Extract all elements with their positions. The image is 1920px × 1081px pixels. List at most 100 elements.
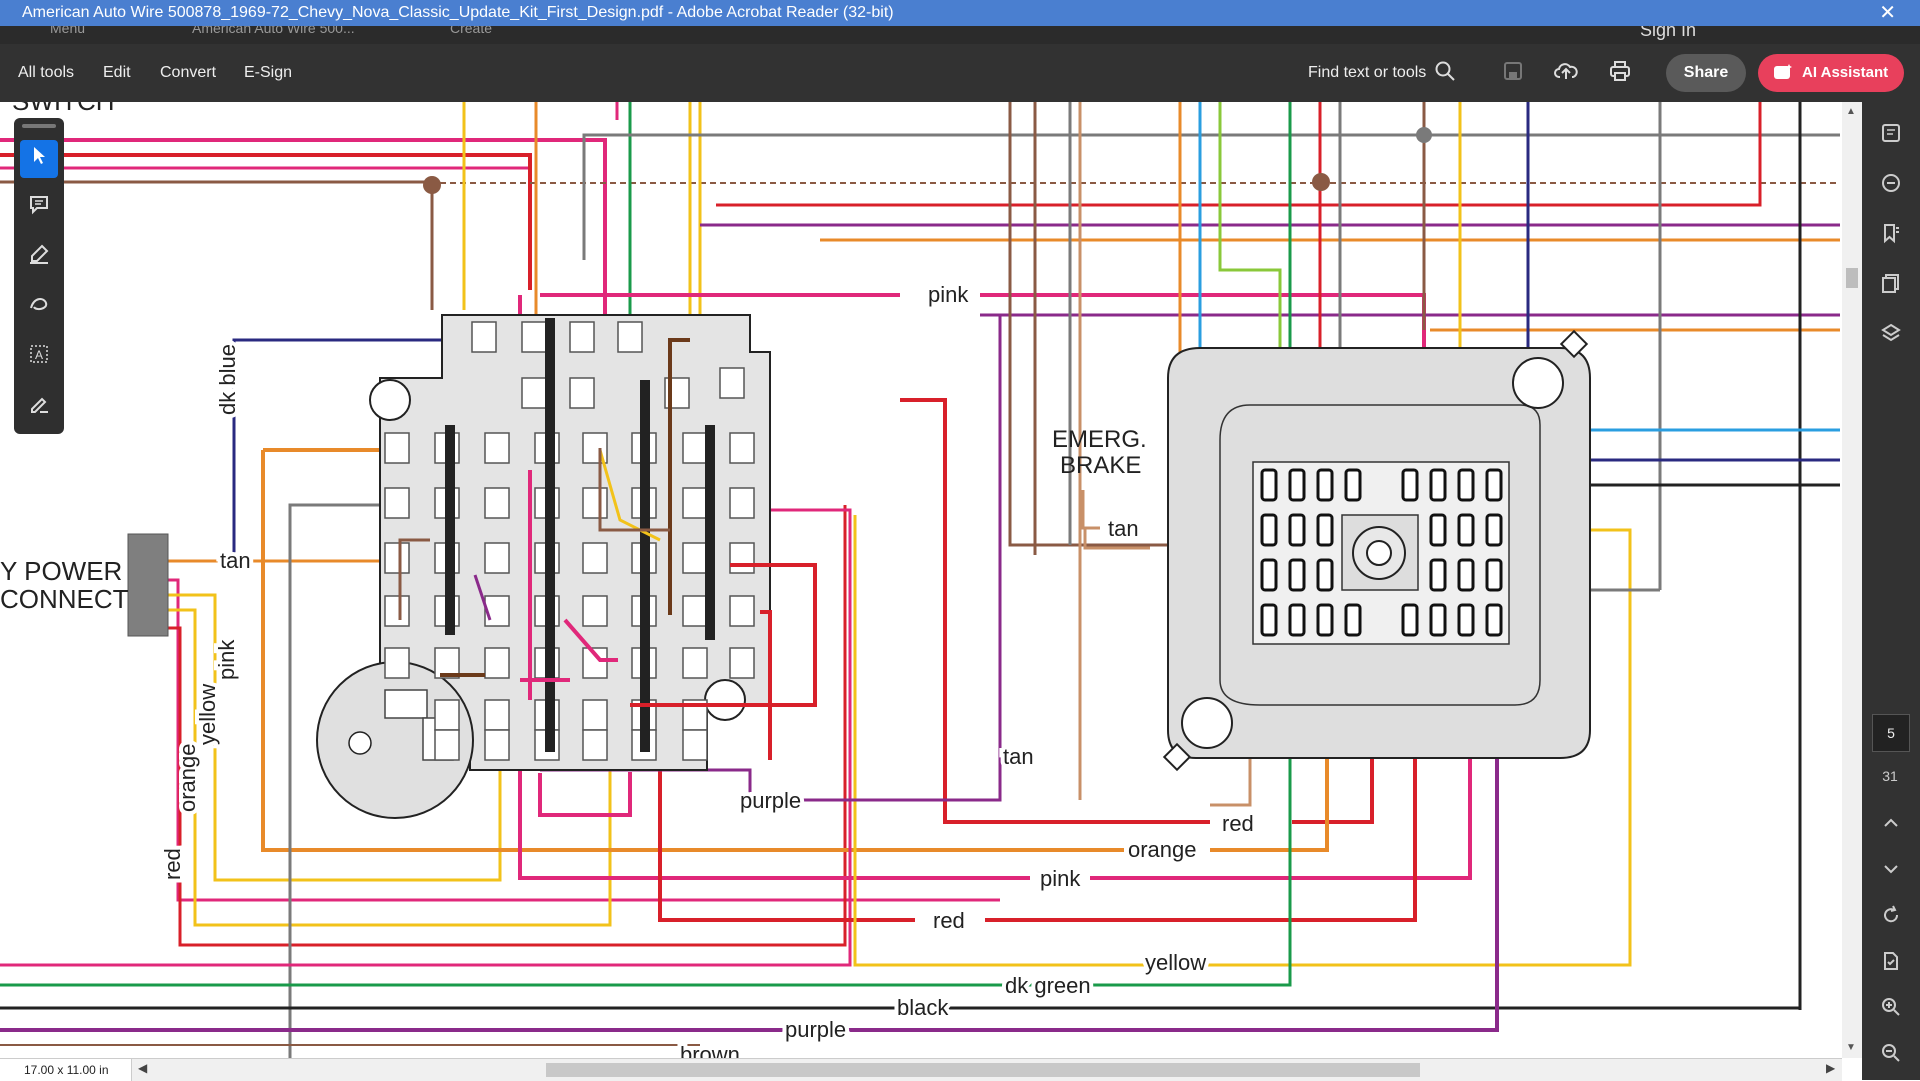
connector-pin	[729, 487, 755, 519]
wire-label-yellow-vert: yellow	[195, 684, 220, 745]
sign-in-button[interactable]: Sign In	[1640, 26, 1697, 40]
wire-label-dk-green: dk green	[1005, 973, 1091, 998]
close-window-icon[interactable]: ✕	[1879, 2, 1896, 24]
connector-pin	[1485, 603, 1503, 637]
connector-pin	[484, 729, 510, 761]
menu-all-tools[interactable]: All tools	[18, 64, 75, 81]
connector-pin	[729, 542, 755, 574]
vertical-scrollbar[interactable]: ▲ ▼	[1842, 102, 1862, 1058]
highlight-tool-icon[interactable]	[20, 240, 58, 278]
connector-pin	[1429, 468, 1447, 502]
status-bar: 17.00 x 11.00 in ◀ ▶	[0, 1058, 1842, 1081]
wire-label-dk-blue: dk blue	[215, 344, 240, 415]
find-text-input[interactable]: Find text or tools	[1308, 64, 1427, 81]
ai-assistant-button[interactable]: AI Assistant	[1758, 54, 1904, 92]
sign-tool-icon[interactable]	[20, 390, 58, 428]
connector-pin	[582, 699, 608, 731]
connector-pin	[1316, 468, 1334, 502]
wire-label-tan-mid: tan	[1003, 744, 1034, 769]
connector-pin	[521, 377, 547, 409]
connector-pin	[471, 321, 497, 353]
wire-label-purple-mid: purple	[740, 788, 801, 813]
wire-label-black: black	[897, 995, 949, 1020]
scroll-left-arrow-icon[interactable]: ◀	[138, 1061, 148, 1075]
right-rail: 5 31	[1862, 102, 1920, 1080]
ai-chat-icon[interactable]	[1877, 172, 1905, 200]
connector-pin	[1344, 468, 1362, 502]
rotate-icon[interactable]	[1877, 904, 1905, 932]
comment-tool-icon[interactable]	[20, 190, 58, 228]
connector-pin	[1429, 558, 1447, 592]
next-page-icon[interactable]	[1877, 858, 1905, 886]
page-size-readout: 17.00 x 11.00 in	[0, 1059, 132, 1081]
select-tool-icon[interactable]	[20, 140, 58, 178]
scroll-right-arrow-icon[interactable]: ▶	[1826, 1061, 1836, 1075]
zoom-in-icon[interactable]	[1877, 996, 1905, 1024]
connector-pin	[729, 647, 755, 679]
draw-tool-icon[interactable]	[20, 290, 58, 328]
svg-text:A: A	[35, 348, 43, 362]
document-viewer[interactable]: SWITCH Y POWER CONNECT EMERG. BRAKE dk b…	[0, 102, 1842, 1058]
bookmark-icon[interactable]	[1877, 222, 1905, 250]
label-emerg-1: EMERG.	[1052, 426, 1147, 453]
connector-pin	[682, 595, 708, 627]
menu-convert[interactable]: Convert	[160, 64, 217, 81]
scroll-up-arrow-icon[interactable]: ▲	[1846, 106, 1856, 117]
menu-button[interactable]: Menu	[50, 26, 86, 36]
wire-label-pink-1: pink	[1040, 866, 1081, 891]
connector-pin	[582, 595, 608, 627]
connector-pin	[1457, 468, 1475, 502]
connector-pin	[1457, 513, 1475, 547]
main-toolbar: All tools Edit Convert E-Sign Find text …	[0, 44, 1920, 102]
wire-label-pink-top: pink	[928, 282, 969, 307]
share-button[interactable]: Share	[1666, 54, 1746, 92]
connector-pin	[384, 487, 410, 519]
menu-edit[interactable]: Edit	[103, 64, 131, 81]
document-properties-icon[interactable]	[1877, 950, 1905, 978]
wire-label-red-1: red	[1222, 811, 1254, 836]
wiring-diagram: SWITCH Y POWER CONNECT EMERG. BRAKE dk b…	[0, 102, 1840, 1058]
zoom-out-icon[interactable]	[1877, 1042, 1905, 1070]
text-tool-icon[interactable]: A	[20, 340, 58, 378]
scroll-down-arrow-icon[interactable]: ▼	[1846, 1042, 1856, 1053]
connector-pin	[1429, 513, 1447, 547]
connector-pin	[569, 377, 595, 409]
connector-pin	[1288, 513, 1306, 547]
create-button[interactable]: Create	[450, 26, 493, 36]
upload-cloud-icon[interactable]	[1553, 60, 1579, 86]
connector-pin	[384, 647, 410, 679]
comment-panel-icon[interactable]	[1877, 122, 1905, 150]
label-power-connect-2: CONNECT	[0, 584, 129, 614]
connector-pin	[1260, 468, 1278, 502]
print-icon[interactable]	[1607, 60, 1633, 86]
connector-pin	[1344, 603, 1362, 637]
connector-pin	[1288, 603, 1306, 637]
vertical-scroll-thumb[interactable]	[1846, 268, 1858, 288]
horizontal-scroll-thumb[interactable]	[546, 1063, 1420, 1077]
connector-pin	[1401, 468, 1419, 502]
connector-pin	[1260, 513, 1278, 547]
connector-pin	[729, 432, 755, 464]
save-icon[interactable]	[1500, 60, 1526, 86]
tab-document[interactable]: American Auto Wire 500...	[192, 26, 355, 36]
connector-pin	[682, 647, 708, 679]
connector-pin	[582, 487, 608, 519]
window-title-bar: American Auto Wire 500878_1969-72_Chevy_…	[0, 0, 1920, 26]
connector-pin	[1429, 603, 1447, 637]
label-power-connect-1: Y POWER	[0, 556, 122, 586]
connector-pin	[1485, 558, 1503, 592]
connector-pin	[682, 729, 708, 761]
connector-pin	[384, 595, 410, 627]
panel-handle[interactable]	[22, 124, 56, 128]
total-pages: 31	[1882, 768, 1898, 784]
label-switch: SWITCH	[12, 102, 115, 116]
wire-label-red-vert: red	[160, 848, 185, 880]
search-icon[interactable]	[1432, 60, 1458, 86]
pages-icon[interactable]	[1877, 272, 1905, 300]
menu-esign[interactable]: E-Sign	[244, 64, 293, 81]
previous-page-icon[interactable]	[1877, 812, 1905, 840]
layers-icon[interactable]	[1877, 322, 1905, 350]
current-page-input[interactable]: 5	[1872, 714, 1910, 752]
wire-label-purple-bottom: purple	[785, 1017, 846, 1042]
wire-label-tan-emerg: tan	[1108, 516, 1139, 541]
